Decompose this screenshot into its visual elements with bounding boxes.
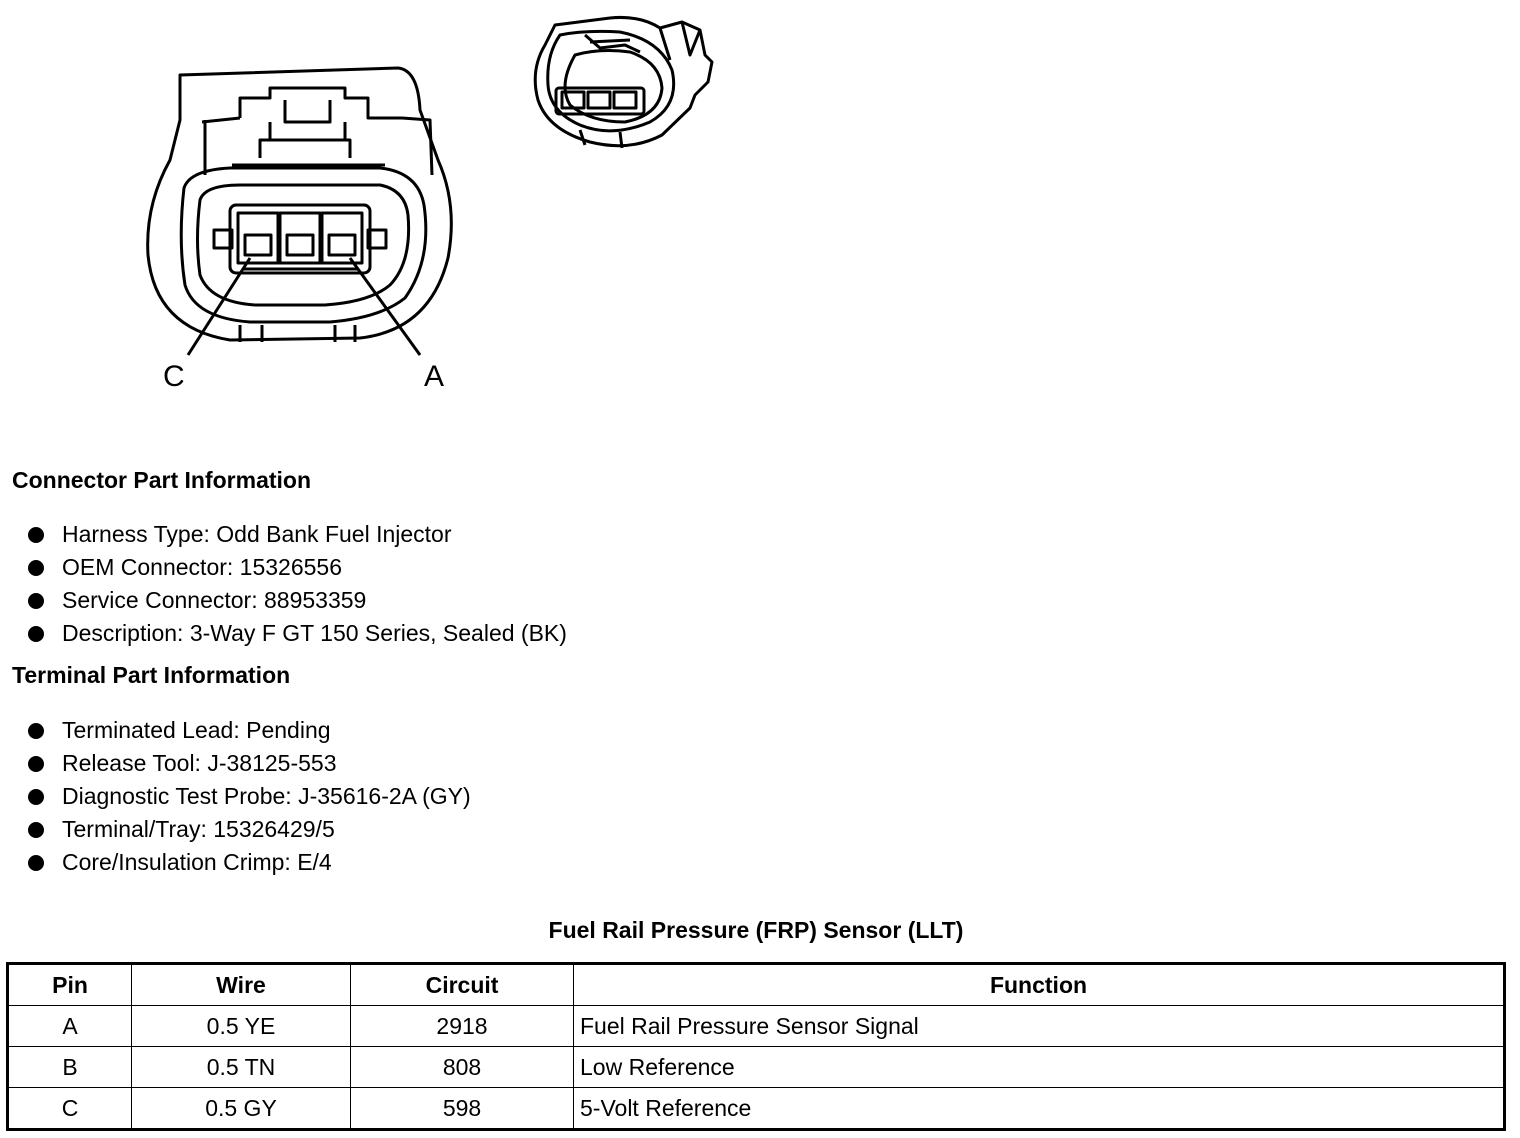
cell-function: Low Reference	[573, 1046, 1505, 1088]
connector-part-list: Harness Type: Odd Bank Fuel Injector OEM…	[28, 518, 567, 650]
list-item: Release Tool: J-38125-553	[28, 747, 471, 780]
pin-label-a: A	[424, 360, 445, 393]
pin-table-title: Fuel Rail Pressure (FRP) Sensor (LLT)	[548, 917, 964, 943]
header-wire: Wire	[131, 963, 351, 1006]
connector-face-view	[146, 66, 453, 356]
cell-wire: 0.5 YE	[131, 1005, 351, 1047]
table-header-row: Pin Wire Circuit Function	[7, 963, 1505, 1006]
cell-wire: 0.5 TN	[131, 1046, 351, 1088]
list-item: Terminated Lead: Pending	[28, 714, 471, 747]
table-row: B 0.5 TN 808 Low Reference	[7, 1046, 1505, 1088]
table-row: A 0.5 YE 2918 Fuel Rail Pressure Sensor …	[7, 1005, 1505, 1047]
cell-circuit: 808	[350, 1046, 574, 1088]
cell-circuit: 2918	[350, 1005, 574, 1047]
pin-label-c: C	[163, 360, 185, 393]
cell-pin: B	[7, 1046, 132, 1088]
cell-circuit: 598	[350, 1087, 574, 1130]
pin-table: Pin Wire Circuit Function A 0.5 YE 2918 …	[6, 962, 1506, 1131]
connector-part-heading: Connector Part Information	[12, 467, 312, 493]
cell-wire: 0.5 GY	[131, 1087, 351, 1130]
cell-pin: C	[7, 1087, 132, 1130]
list-item: Terminal/Tray: 15326429/5	[28, 813, 471, 846]
header-function: Function	[573, 963, 1505, 1006]
table-row: C 0.5 GY 598 5-Volt Reference	[7, 1087, 1505, 1130]
cell-pin: A	[7, 1005, 132, 1047]
connector-diagram	[146, 16, 714, 356]
list-item: OEM Connector: 15326556	[28, 551, 567, 584]
list-item: Description: 3-Way F GT 150 Series, Seal…	[28, 617, 567, 650]
cell-function: Fuel Rail Pressure Sensor Signal	[573, 1005, 1505, 1047]
list-item: Service Connector: 88953359	[28, 584, 567, 617]
list-item: Core/Insulation Crimp: E/4	[28, 846, 471, 879]
terminal-part-list: Terminated Lead: Pending Release Tool: J…	[28, 714, 471, 879]
list-item: Diagnostic Test Probe: J-35616-2A (GY)	[28, 780, 471, 813]
connector-iso-view	[533, 16, 714, 149]
header-pin: Pin	[7, 963, 132, 1006]
list-item: Harness Type: Odd Bank Fuel Injector	[28, 518, 567, 551]
terminal-part-heading: Terminal Part Information	[12, 662, 291, 688]
header-circuit: Circuit	[350, 963, 574, 1006]
cell-function: 5-Volt Reference	[573, 1087, 1505, 1130]
